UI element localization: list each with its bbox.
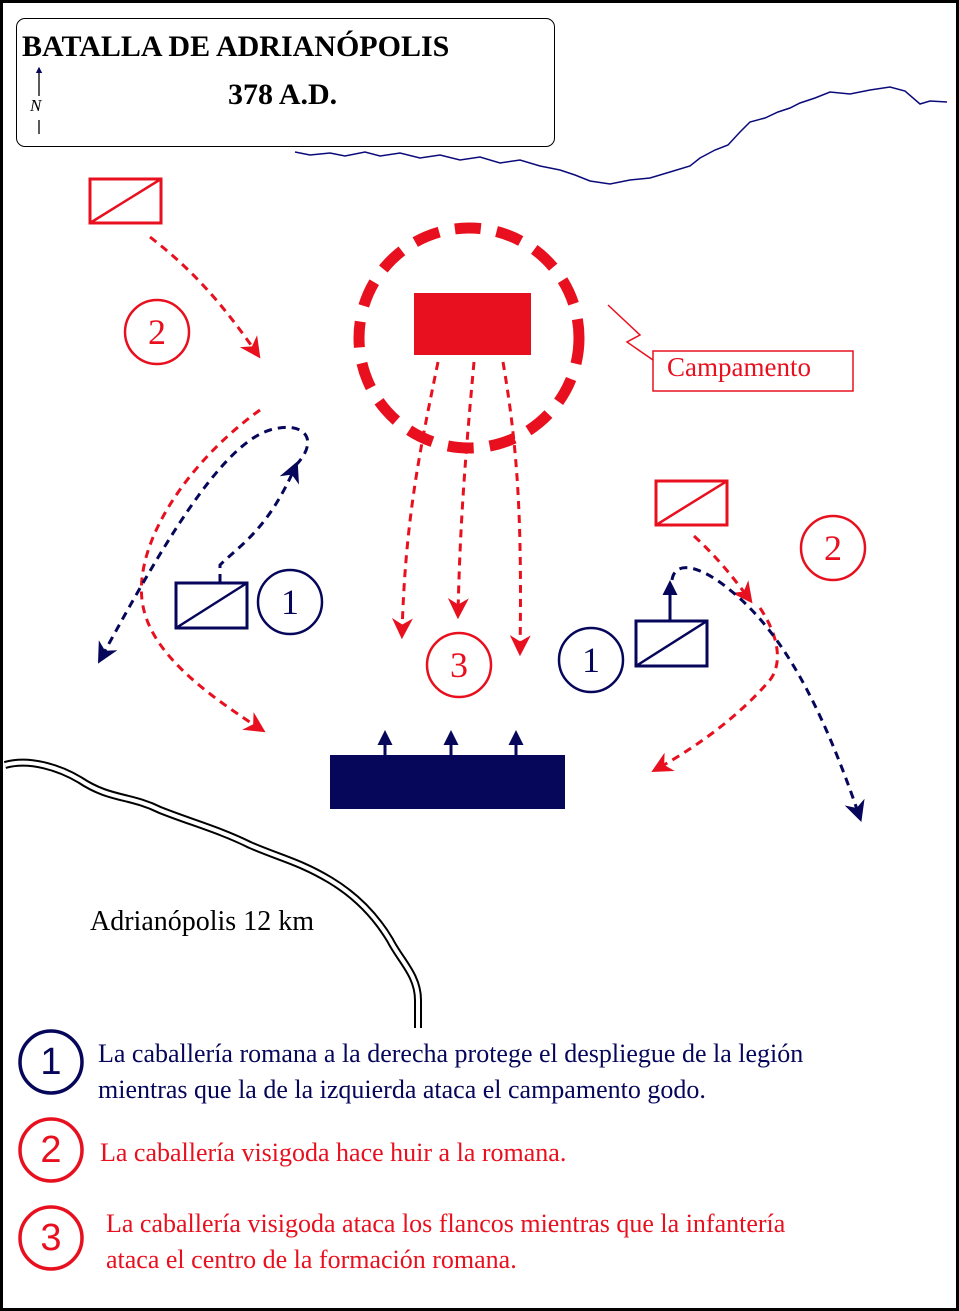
goth-left-pursuit-arrow (139, 408, 266, 733)
marker-circle-3 (425, 631, 493, 699)
legend-number-3: 3 (40, 1217, 62, 1259)
adrianopolis-label: Adrianópolis 12 km (90, 906, 314, 937)
roman-left-retreat-arrow (97, 425, 310, 664)
goth-left-charge-arrow (149, 235, 261, 359)
goth-cavalry-right-icon (654, 479, 729, 527)
river (294, 86, 948, 185)
legend-text-3-line-2: ataca el centro de la formación romana. (106, 1245, 517, 1274)
legend-text-1-line-1: La caballería romana a la derecha proteg… (98, 1039, 804, 1068)
marker-1-right: 1 (582, 640, 600, 680)
camp-label-box (652, 350, 854, 392)
legend-number-2: 2 (40, 1129, 62, 1171)
goth-infantry-arrow-3 (501, 361, 531, 657)
legend-text-3-line-1: La caballería visigoda ataca los flancos… (106, 1209, 786, 1238)
marker-circle-1-left (256, 568, 324, 636)
goth-cavalry-left-icon (88, 177, 163, 225)
legend-circle-3 (18, 1205, 84, 1271)
marker-1-left: 1 (281, 582, 299, 622)
roman-left-attack-arrow (218, 461, 299, 582)
north-label: N (30, 96, 42, 115)
goth-right-charge-arrow (692, 534, 753, 604)
marker-3: 3 (450, 645, 468, 685)
marker-2-left: 2 (148, 312, 166, 352)
title-box (16, 18, 555, 147)
goth-infantry-arrow-2 (447, 361, 476, 620)
camp-icon (414, 293, 531, 355)
legend-text-2-line-1: La caballería visigoda hace huir a la ro… (100, 1138, 567, 1167)
map-subtitle: 378 A.D. (228, 78, 338, 111)
legend-circle-2 (18, 1117, 84, 1183)
marker-circle-2-left (123, 298, 191, 366)
camp-pointer (607, 304, 654, 361)
marker-circle-2-right (799, 514, 867, 582)
camp-perimeter (353, 222, 585, 454)
map-title: BATALLA DE ADRIANÓPOLIS (22, 30, 450, 63)
legend-text-1-line-2: mientras que la de la izquierda ataca el… (98, 1075, 706, 1104)
legend-number-1: 1 (40, 1041, 62, 1083)
roman-cavalry-right-icon (634, 619, 709, 668)
camp-label: Campamento (667, 352, 811, 382)
roman-cavalry-left-icon (174, 581, 249, 630)
legend-circle-1 (18, 1029, 84, 1095)
roman-legion-icon (330, 755, 565, 809)
marker-circle-1-right (557, 626, 625, 694)
roman-right-retreat-arrow (670, 566, 865, 822)
goth-infantry-arrow-1 (391, 361, 440, 640)
marker-2-right: 2 (824, 528, 842, 568)
